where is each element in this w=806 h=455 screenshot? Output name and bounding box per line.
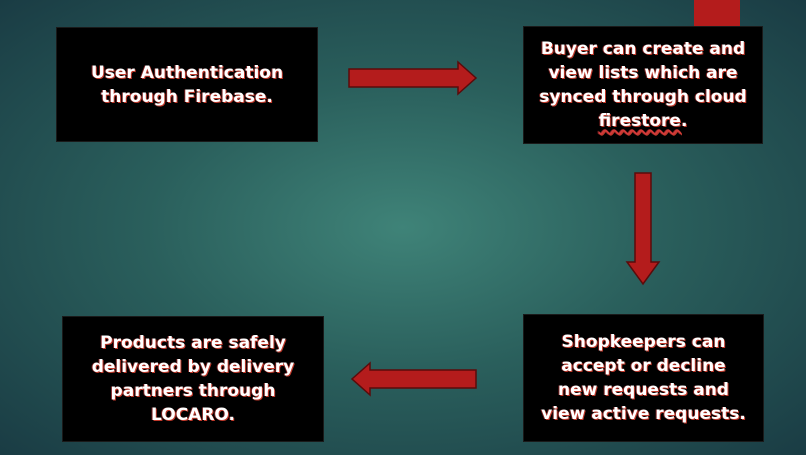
box-shop-line-3: new requests and [557,380,729,400]
box-auth-line-1: User Authentication [90,62,284,83]
box-lists-line-3: synced through cloud [539,87,747,107]
box-delivery-line-4: LOCARO. [151,405,235,425]
arrow-left [350,361,477,397]
box-lists-line-2: view lists which are [548,63,738,83]
box-lists-tail: . [680,111,688,131]
box-lists-line-4: firestore. [539,109,746,133]
box-buyer-lists: Buyer can create and view lists which ar… [523,26,763,144]
box-delivery-line-1: Products are safely [100,333,286,353]
arrow-down [625,172,661,286]
box-shopkeepers: Shopkeepers can accept or decline new re… [523,314,764,442]
box-auth-line-2: through Firebase. [101,86,273,107]
box-delivery-line-3: partners through [110,381,276,401]
box-lists-line-1: Buyer can create and [540,39,746,59]
red-tab-decoration [694,0,740,26]
box-shop-line-1: Shopkeepers can [561,332,726,352]
box-delivery: Products are safely delivered by deliver… [62,316,324,442]
box-delivery-line-2: delivered by delivery [91,357,295,377]
firestore-underlined-word: firestore [598,111,681,131]
arrow-right [348,60,478,96]
box-user-authentication: User Authentication through Firebase. [56,27,318,142]
box-shop-line-4: view active requests. [541,404,746,424]
box-shop-line-2: accept or decline [561,356,726,376]
